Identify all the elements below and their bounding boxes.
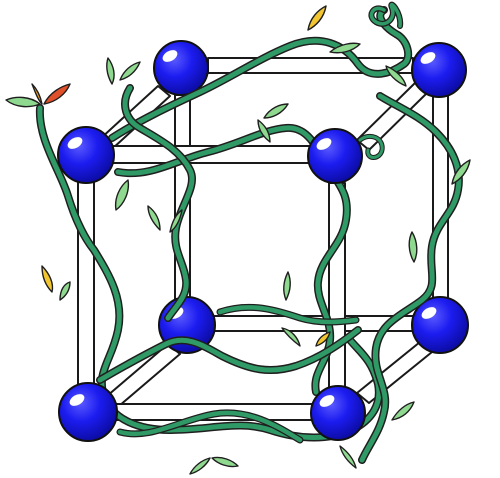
atom-front-bottom-left <box>58 382 118 442</box>
vine-right <box>358 92 463 464</box>
atom-back-top-right <box>411 42 467 98</box>
leaf-orange-sprig <box>5 83 43 108</box>
leaf-top-3-yellow <box>307 5 327 31</box>
leaf-top-1 <box>106 57 115 85</box>
atom-front-top-right <box>307 128 363 184</box>
atom-front-top-left <box>57 126 115 184</box>
leaf-center-2 <box>281 327 301 347</box>
vine-tendril-top-right <box>368 1 404 29</box>
leaf-right-2 <box>408 231 418 263</box>
leaf-center-1 <box>283 271 291 301</box>
leaf-bottom-3 <box>391 401 415 421</box>
lattice-rods-front <box>77 145 346 421</box>
leaf-center-yellow <box>315 331 331 347</box>
leaf-right-1 <box>451 159 471 185</box>
leaf-bottom-1 <box>189 457 211 475</box>
leaf-top-4 <box>329 42 361 54</box>
leaf-inner-2 <box>257 119 271 143</box>
leaves <box>5 5 471 475</box>
leaf-top-2 <box>119 61 141 81</box>
atom-back-bottom-right <box>411 296 469 354</box>
leaf-left-1 <box>114 179 130 211</box>
leaf-left-2 <box>147 205 161 231</box>
leaf-left-yellow <box>41 265 54 293</box>
leaf-left-4 <box>59 281 71 301</box>
leaf-left-3 <box>169 209 183 233</box>
vine-tendril-center-right <box>357 133 385 160</box>
vine-inner-left <box>121 84 196 322</box>
leaf-red <box>43 83 71 105</box>
rod-front-left <box>77 181 95 389</box>
vine-main <box>35 104 383 442</box>
rod-depth-bottom-right <box>356 341 433 404</box>
atoms-front <box>57 126 366 442</box>
vine-bottom-diagonal <box>96 326 362 384</box>
atom-back-top-left <box>153 40 209 96</box>
rod-front-right <box>328 182 346 389</box>
vine-middle <box>114 123 351 396</box>
leaf-inner-1 <box>263 103 289 119</box>
atom-front-bottom-right <box>310 385 366 441</box>
leaf-bottom-4 <box>339 445 357 469</box>
vine-back-bottom <box>216 303 360 326</box>
leaf-top-5 <box>385 65 407 87</box>
vine-lower-sweep <box>116 409 304 444</box>
leaf-bottom-2 <box>211 456 239 468</box>
